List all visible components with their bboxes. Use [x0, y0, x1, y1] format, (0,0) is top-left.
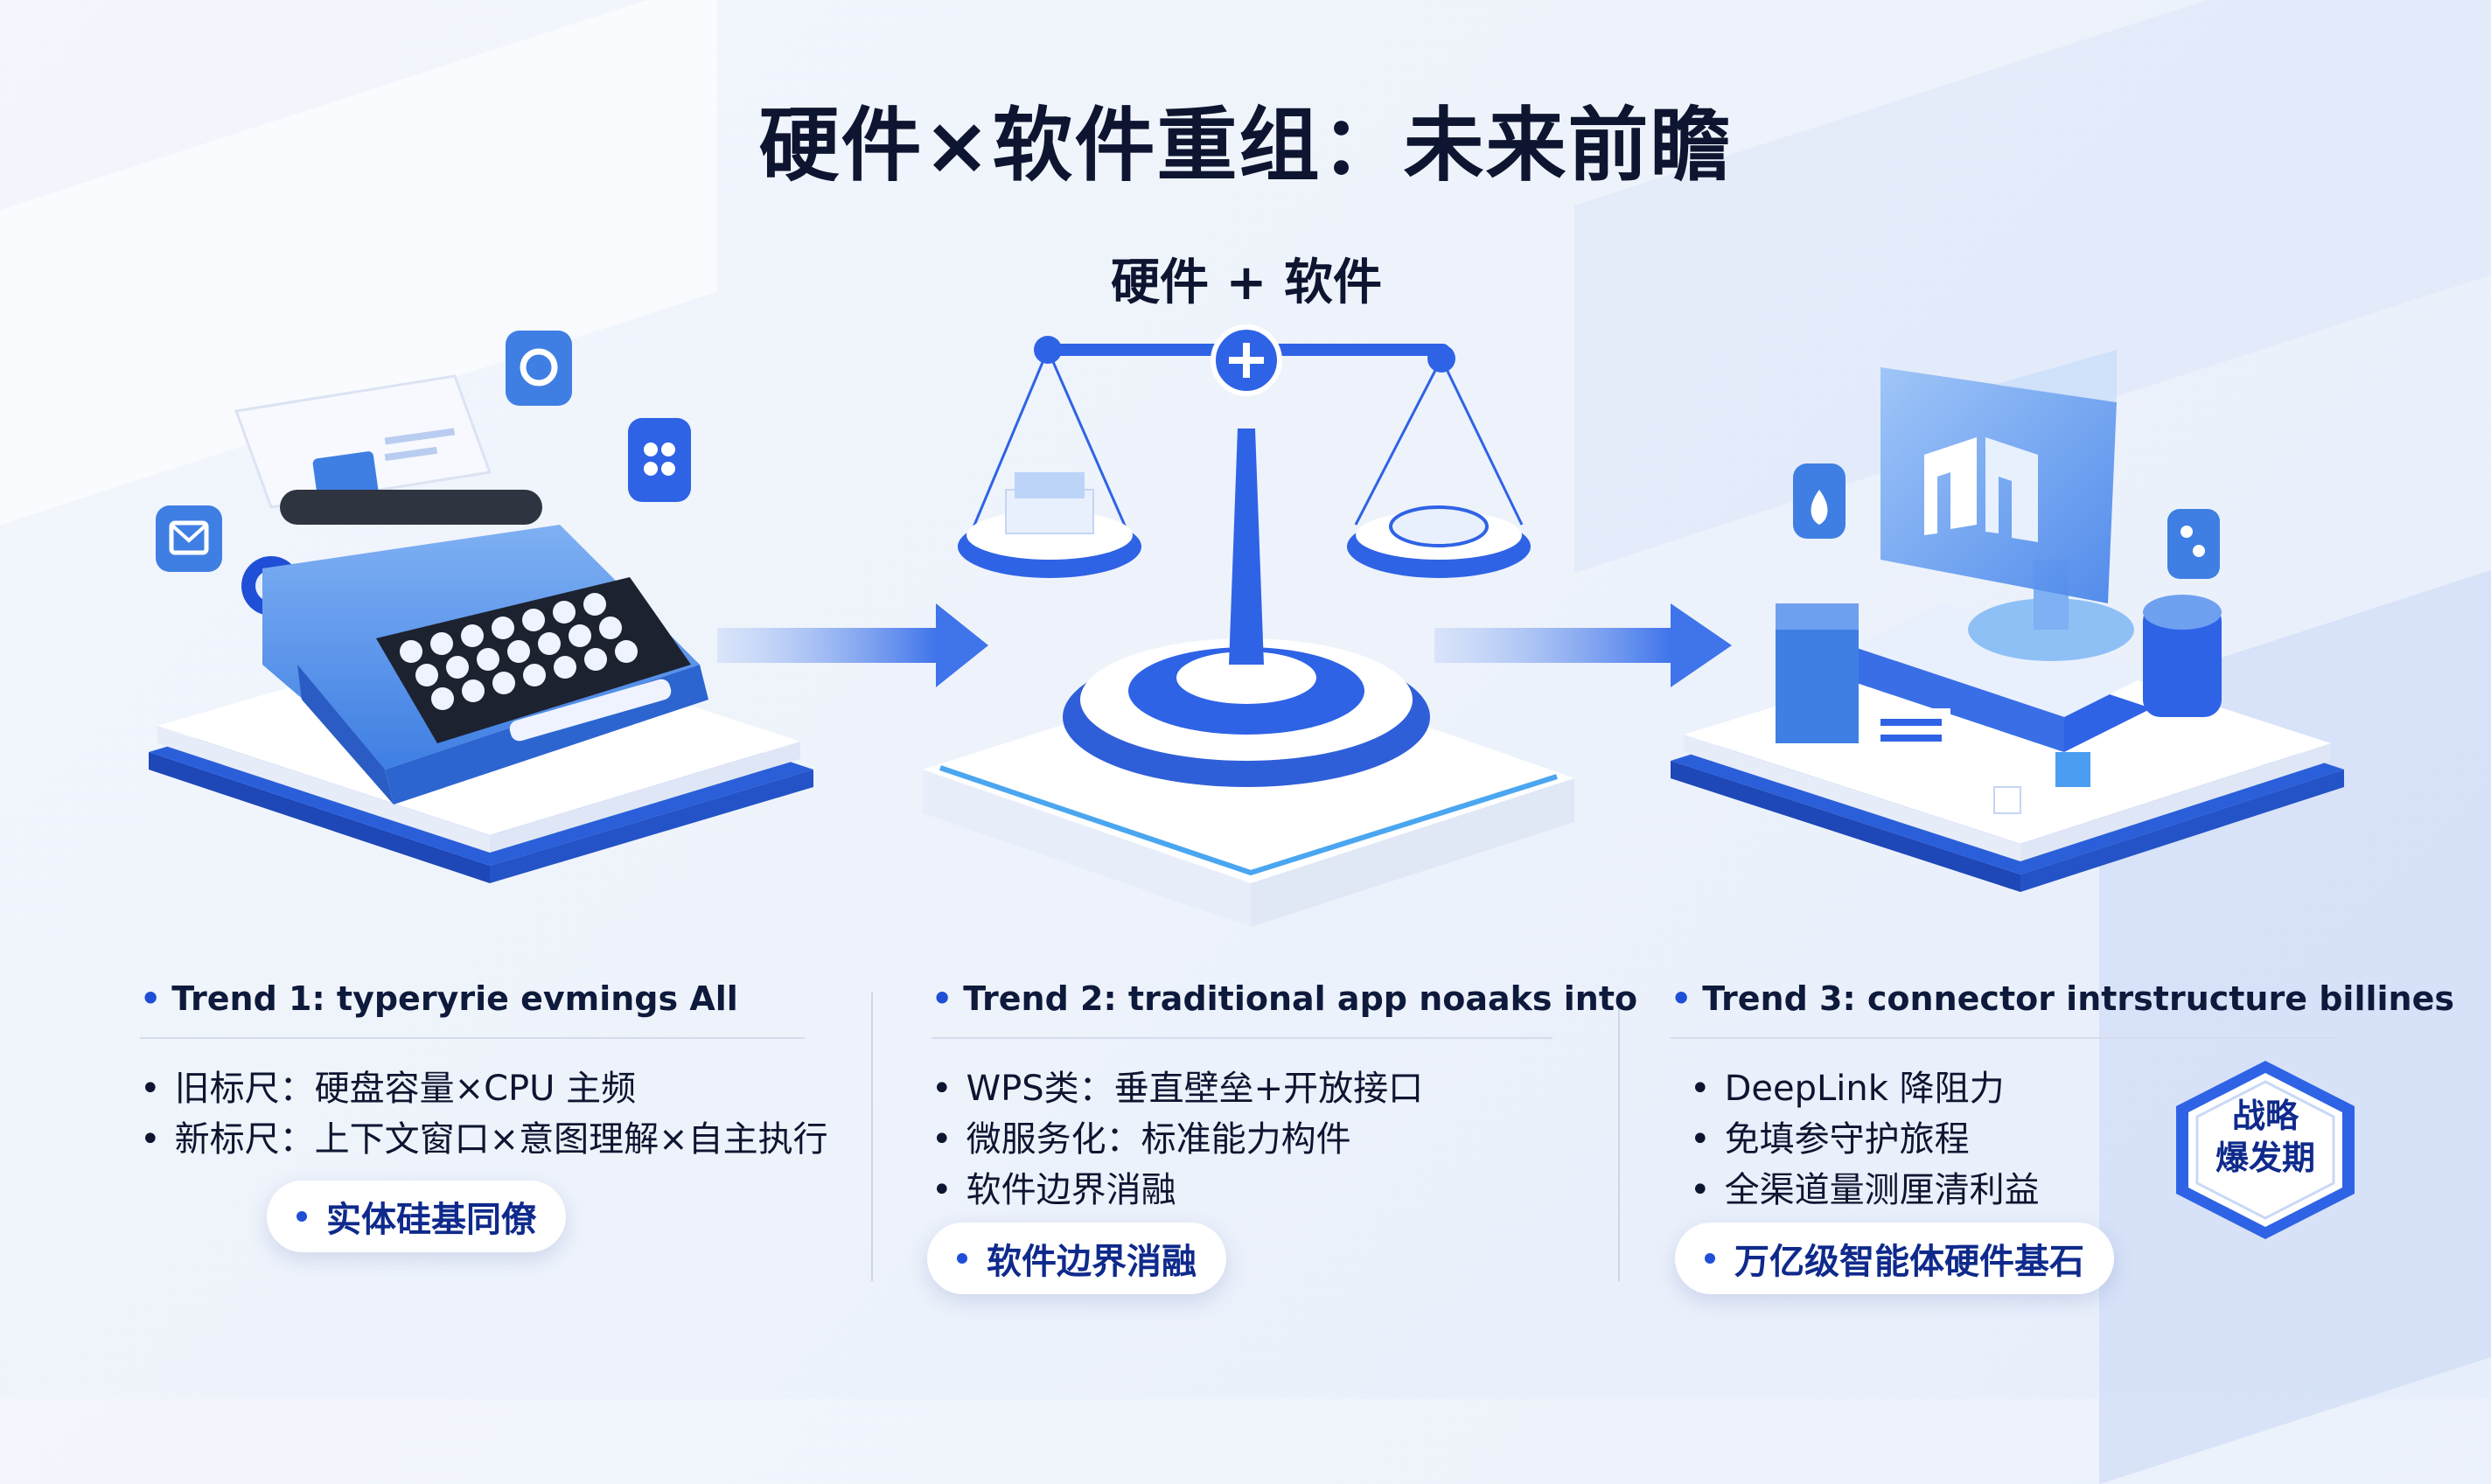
column-divider [871, 993, 873, 1281]
list-item: •新标尺：上下文窗口×意图理解×自主执行 [140, 1119, 828, 1160]
heading-rule [140, 1037, 805, 1039]
list-item: •DeepLink 降阻力 [1690, 1069, 2005, 1109]
column-divider [1618, 993, 1620, 1281]
list-item: •旧标尺：硬盘容量×CPU 主频 [140, 1069, 637, 1109]
balance-scale-icon [958, 336, 1531, 787]
arrow-right-icon [1434, 603, 1732, 687]
link-icon [506, 331, 572, 406]
list-item: •WPS类：垂直壁垒+开放接口 [932, 1069, 1424, 1109]
chat-bubble-icon [628, 418, 691, 502]
heading-rule [1671, 1037, 2335, 1039]
arrow-right-icon [717, 603, 988, 687]
center-label: 硬件 + 软件 [1111, 254, 1382, 311]
trend-heading: •Trend 1: typeryrie evmings All [140, 979, 738, 1018]
trend-column-2: •Trend 2: traditional app noaaks into •W… [932, 979, 1638, 1216]
trend-heading: •Trend 2: traditional app noaaks into [932, 979, 1638, 1018]
list-item: •免填参守护旅程 [1690, 1119, 1970, 1160]
monitor-hardware-icon [1776, 350, 2222, 814]
page-title: 硬件×软件重组：未来前瞻 [758, 99, 1733, 192]
typewriter-icon [234, 374, 708, 805]
trend-heading: •Trend 3: connector intrstructure billin… [1671, 979, 2454, 1018]
list-item: •软件边界消融 [932, 1170, 1176, 1210]
list-item: •全渠道量测厘清利益 [1690, 1170, 2040, 1210]
trend-pill-2: 软件边界消融 [927, 1223, 1226, 1294]
trend-column-1: •Trend 1: typeryrie evmings All •旧标尺：硬盘容… [140, 979, 828, 1165]
plus-icon [1211, 324, 1282, 396]
link-icon [1793, 463, 1846, 539]
heading-rule [932, 1037, 1553, 1039]
trend-column-3: •Trend 3: connector intrstructure billin… [1671, 979, 2454, 1216]
mail-icon [156, 505, 222, 572]
strategy-badge-label: 战略 爆发期 [2215, 1097, 2315, 1177]
trend-pill-1: 实体硅基同僚 [267, 1181, 566, 1252]
list-item: •微服务化：标准能力构件 [932, 1119, 1351, 1160]
strategy-badge [2176, 1061, 2355, 1239]
chat-bubble-icon [2167, 509, 2220, 579]
diagram-scene [149, 324, 2344, 927]
trend-pill-3: 万亿级智能体硬件基石 [1675, 1223, 2114, 1294]
